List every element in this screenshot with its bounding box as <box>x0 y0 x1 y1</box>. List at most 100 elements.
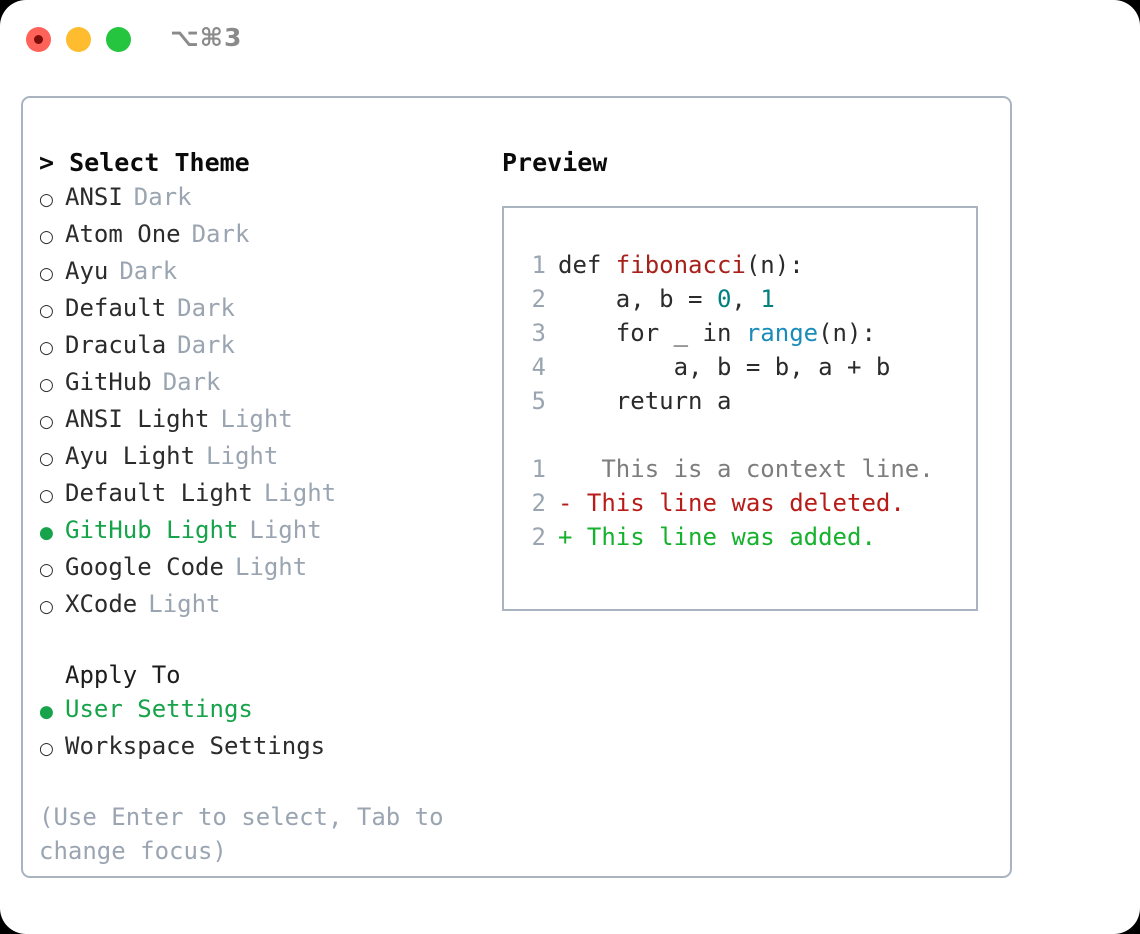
theme-option-tag: Light <box>234 553 308 581</box>
theme-option-label: Default Light <box>65 479 253 507</box>
theme-option-github[interactable]: ○ GitHub Dark <box>39 365 499 402</box>
code-token-plain: a, b = <box>558 285 717 313</box>
diff-line-ctx: 1 This is a context line. <box>518 452 976 486</box>
radio-unselected-icon: ○ <box>39 338 54 358</box>
diff-sign <box>558 452 572 486</box>
maximize-button[interactable] <box>106 27 131 52</box>
code-line-content: for _ in range(n): <box>558 316 876 350</box>
theme-option-label: GitHub Light <box>65 516 239 544</box>
diff-line-number: 1 <box>531 455 546 483</box>
theme-option-tag: Dark <box>177 331 235 359</box>
preview-header: Preview <box>502 148 608 177</box>
code-line-number: 2 <box>531 285 546 313</box>
code-token-kw: return a <box>558 387 732 415</box>
code-token-num: 0 <box>716 285 732 313</box>
radio-unselected-icon: ○ <box>39 190 54 210</box>
code-line: 4 a, b = b, a + b <box>518 350 976 384</box>
code-token-plain: (n): <box>818 319 876 347</box>
radio-unselected-icon: ○ <box>39 264 54 284</box>
diff-line-content: This line was added. <box>572 523 876 551</box>
list-spacer <box>39 624 499 658</box>
radio-unselected-icon: ○ <box>39 449 54 469</box>
select-theme-header: > Select Theme <box>39 148 250 177</box>
diff-line-del: 2- This line was deleted. <box>518 486 976 520</box>
theme-option-github-light[interactable]: ● GitHub Light Light <box>39 513 499 550</box>
code-token-plain: a, b = b, a + b <box>558 353 891 381</box>
radio-unselected-icon: ○ <box>39 227 54 247</box>
theme-option-ansi[interactable]: ○ ANSI Dark <box>39 180 499 217</box>
apply-to-option-label: User Settings <box>65 695 253 723</box>
diff-sample: 1 This is a context line.2- This line wa… <box>518 452 976 554</box>
code-diff-gap <box>518 418 976 452</box>
theme-option-label: ANSI <box>65 183 123 211</box>
code-line-number: 1 <box>531 251 546 279</box>
close-button[interactable] <box>26 27 51 52</box>
apply-to-header: Apply To <box>65 661 181 689</box>
theme-option-label: Atom One <box>65 220 181 248</box>
radio-unselected-icon: ○ <box>39 739 54 759</box>
diff-line-content: This is a context line. <box>572 455 934 483</box>
theme-option-tag: Light <box>263 479 337 507</box>
keyboard-hint-text: (Use Enter to select, Tab to change focu… <box>39 803 459 865</box>
code-line-content: a, b = b, a + b <box>558 350 891 384</box>
code-line-number: 4 <box>531 353 546 381</box>
code-line: 5 return a <box>518 384 976 418</box>
code-line: 1 def fibonacci(n): <box>518 248 976 282</box>
code-line: 2 a, b = 0, 1 <box>518 282 976 316</box>
theme-option-tag: Light <box>220 405 293 433</box>
apply-to-option-user-settings[interactable]: ● User Settings <box>39 692 499 729</box>
code-token-fn: fibonacci <box>615 251 746 279</box>
titlebar: ⌥⌘3 <box>0 0 1140 78</box>
theme-option-default-light[interactable]: ○ Default Light Light <box>39 476 499 513</box>
radio-unselected-icon: ○ <box>39 375 54 395</box>
diff-sign: + <box>558 523 573 551</box>
theme-option-ansi-light[interactable]: ○ ANSI Light Light <box>39 402 499 439</box>
theme-option-label: GitHub <box>65 368 152 396</box>
code-token-plain: , <box>731 285 761 313</box>
theme-option-xcode[interactable]: ○ XCode Light <box>39 587 499 624</box>
theme-option-label: ANSI Light <box>65 405 210 433</box>
theme-option-tag: Light <box>148 590 221 618</box>
radio-unselected-icon: ○ <box>39 301 54 321</box>
theme-option-label: Ayu <box>65 257 109 285</box>
theme-option-tag: Dark <box>162 368 221 396</box>
radio-unselected-icon: ○ <box>39 597 54 617</box>
diff-line-number: 2 <box>531 489 546 517</box>
theme-option-label: XCode <box>65 590 138 618</box>
apply-to-option-workspace-settings[interactable]: ○Workspace Settings <box>39 729 499 766</box>
minimize-button[interactable] <box>66 27 91 52</box>
apply-to-option-list: ● User Settings ○Workspace Settings <box>39 692 499 766</box>
window-controls <box>26 27 146 52</box>
diff-line-add: 2+ This line was added. <box>518 520 976 554</box>
code-line-number: 3 <box>531 319 546 347</box>
code-token-bi: range <box>745 319 819 347</box>
code-line-content: def fibonacci(n): <box>558 248 804 282</box>
hint-spacer <box>39 766 499 800</box>
code-token-num: 1 <box>760 285 775 313</box>
radio-selected-icon: ● <box>39 702 54 722</box>
keyboard-shortcut-label: ⌥⌘3 <box>170 23 243 52</box>
code-token-plain: (n): <box>745 251 804 279</box>
theme-option-tag: Light <box>206 442 279 470</box>
code-token-kw: def <box>558 251 616 279</box>
code-token-kw: for _ in <box>558 319 746 347</box>
radio-selected-icon: ● <box>39 523 54 543</box>
theme-option-tag: Light <box>249 516 322 544</box>
radio-unselected-icon: ○ <box>39 560 54 580</box>
radio-unselected-icon: ○ <box>39 486 54 506</box>
theme-option-google-code[interactable]: ○ Google Code Light <box>39 550 499 587</box>
theme-option-tag: Dark <box>133 183 192 211</box>
radio-unselected-icon: ○ <box>39 412 54 432</box>
theme-option-label: Default <box>65 294 167 322</box>
theme-option-label: Google Code <box>65 553 224 581</box>
